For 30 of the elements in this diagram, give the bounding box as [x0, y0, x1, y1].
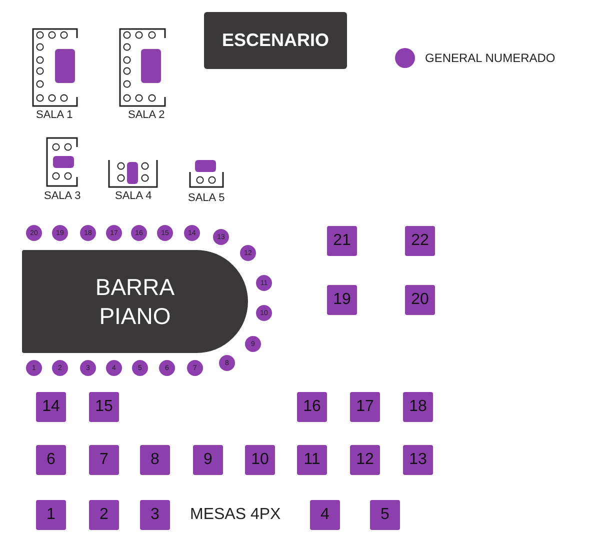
table: 14: [36, 392, 66, 422]
legend-label: GENERAL NUMERADO: [425, 51, 556, 65]
stage-block: ESCENARIO: [204, 12, 347, 69]
table: 6: [36, 445, 66, 475]
table: 22: [405, 226, 435, 256]
table: 20: [405, 285, 435, 315]
table: 3: [140, 500, 170, 530]
table: 8: [140, 445, 170, 475]
table: 2: [89, 500, 119, 530]
table: 21: [327, 226, 357, 256]
table: 7: [89, 445, 119, 475]
table: 12: [350, 445, 380, 475]
table: 5: [370, 500, 400, 530]
room-label: SALA 4: [115, 190, 152, 202]
table: 18: [403, 392, 433, 422]
room-label: SALA 5: [188, 192, 225, 204]
section-label: MESAS 4PX: [190, 506, 281, 524]
table: 17: [350, 392, 380, 422]
table: 16: [297, 392, 327, 422]
room-label: SALA 2: [128, 109, 165, 121]
room-label: SALA 3: [44, 190, 81, 202]
table: 19: [327, 285, 357, 315]
table: 15: [89, 392, 119, 422]
table: 10: [245, 445, 275, 475]
table: 11: [297, 445, 327, 475]
table: 9: [193, 445, 223, 475]
table: 1: [36, 500, 66, 530]
room-label: SALA 1: [36, 109, 73, 121]
table: 13: [403, 445, 433, 475]
table: 4: [310, 500, 340, 530]
